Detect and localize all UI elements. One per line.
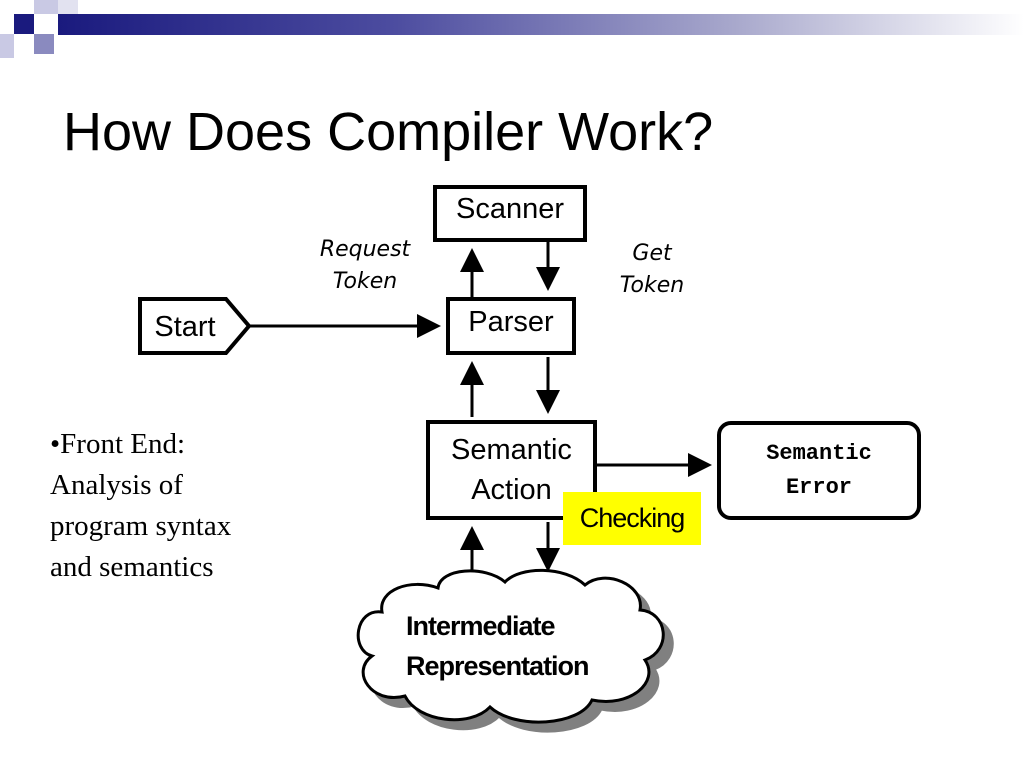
request-token-label: Request Token [300, 234, 430, 298]
header-bar [58, 14, 1024, 35]
semantic-action-box: Semantic Action [426, 420, 597, 520]
parser-box: Parser [446, 297, 576, 355]
semantic-error-line2: Error [785, 474, 852, 500]
scanner-box: Scanner [433, 185, 587, 242]
deco-square-light [58, 0, 78, 14]
deco-square-mid [34, 34, 54, 54]
ir-line1: Intermediate [406, 611, 556, 641]
request-token-line1: Request [319, 237, 411, 262]
get-token-line2: Token [619, 273, 685, 298]
deco-square-light [34, 0, 58, 14]
deco-square-light [0, 34, 14, 58]
semantic-error-box: Semantic Error [717, 421, 921, 520]
semantic-action-line2: Action [471, 474, 552, 506]
ir-line2: Representation [406, 651, 590, 681]
intermediate-representation-label: Intermediate Representation [406, 606, 636, 686]
request-token-line2: Token [332, 269, 398, 294]
bullet-line1: •Front End: [50, 428, 186, 460]
bullet-line3: program syntax [50, 510, 232, 542]
slide-title: How Does Compiler Work? [63, 102, 714, 162]
bullet-line2: Analysis of [50, 469, 183, 501]
front-end-bullet: •Front End: Analysis of program syntax a… [50, 424, 280, 588]
semantic-error-line1: Semantic [766, 440, 872, 466]
start-node: Start [154, 311, 216, 343]
get-token-line1: Get [632, 241, 672, 266]
bullet-line4: and semantics [50, 551, 214, 583]
semantic-action-line1: Semantic [451, 434, 572, 466]
intermediate-representation-cloud [356, 568, 665, 724]
deco-square-dark [14, 14, 34, 34]
get-token-label: Get Token [587, 238, 717, 302]
checking-highlight: Checking [563, 492, 701, 545]
start-shape [138, 297, 252, 355]
